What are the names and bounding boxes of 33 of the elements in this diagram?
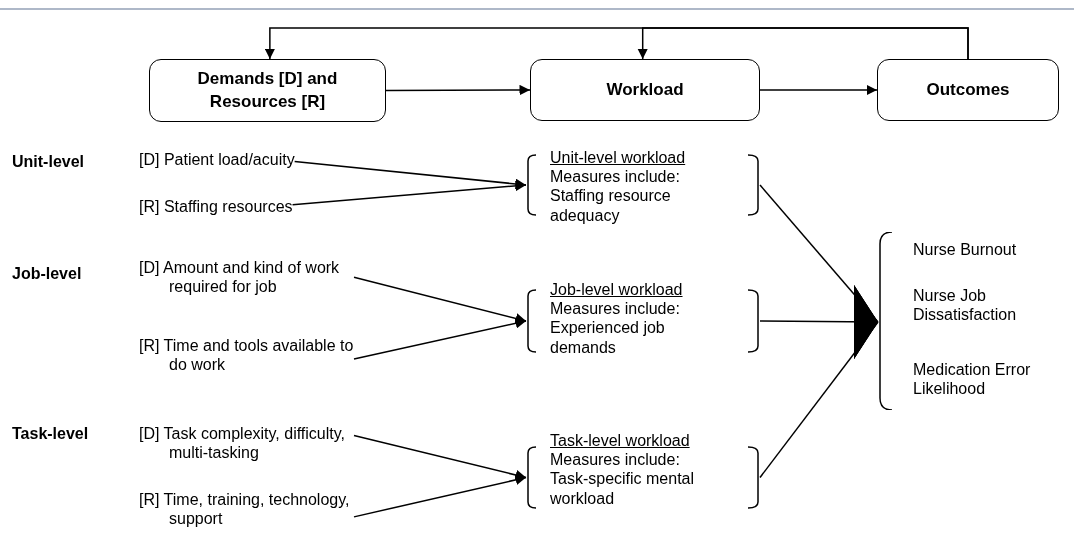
level-label: Job-level [12, 264, 82, 284]
outcome-text: Nurse Burnout [913, 240, 1018, 260]
factor-text: [R] Time, training, technology, support [139, 490, 354, 529]
box-title: Outcomes [926, 78, 1010, 101]
arrow [353, 276, 527, 324]
arrow [637, 27, 969, 60]
outcome-text: Medication Error Likelihood [913, 360, 1032, 399]
measures-text: Measures include: Task-specific mental workload [550, 450, 696, 508]
workload-heading: Job-level workload [550, 280, 683, 300]
factor-text: [R] Staffing resources [139, 197, 293, 217]
process-box [530, 59, 760, 121]
workload-heading: Task-level workload [550, 431, 690, 451]
level-label: Task-level [12, 424, 89, 444]
arrow [353, 318, 527, 360]
factor-text: [D] Amount and kind of work required for job [139, 258, 354, 297]
process-box [149, 59, 386, 122]
factor-text: [R] Time and tools available to do work [139, 336, 354, 375]
factor-text: [D] Patient load/acuity [139, 150, 295, 170]
box-title: Demands [D] and Resources [R] [196, 67, 339, 113]
measures-text: Measures include: Experienced job demands [550, 299, 681, 357]
arrow [385, 84, 531, 96]
outcome-text: Nurse Job Dissatisfaction [913, 286, 1018, 325]
arrow [291, 180, 527, 206]
arrow [353, 474, 527, 518]
factor-text: [D] Task complexity, difficulty, multi-tasking [139, 424, 354, 463]
workload-heading: Unit-level workload [550, 148, 686, 168]
process-box [877, 59, 1059, 121]
box-title: Workload [606, 78, 684, 101]
level-label: Unit-level [12, 152, 84, 172]
measures-text: Measures include: Staffing resource adequacy [550, 167, 681, 225]
arrow [759, 84, 878, 96]
arrow [759, 285, 879, 479]
arrow [293, 160, 527, 190]
